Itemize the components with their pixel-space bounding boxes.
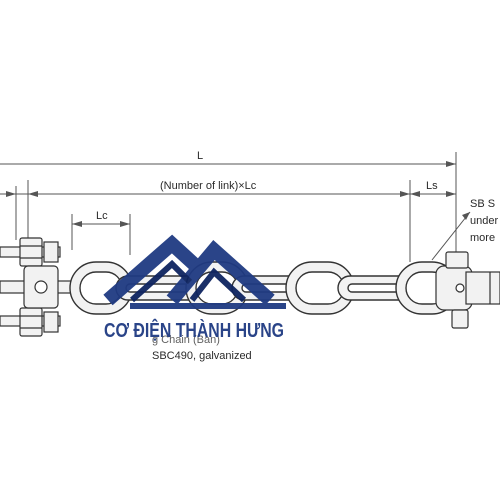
note-line-3: more [470, 232, 495, 244]
watermark-logo: CƠ ĐIỆN THÀNH HƯNG [103, 234, 286, 342]
dimension-lines [0, 152, 471, 262]
link-pitch-label: Lc [96, 210, 108, 222]
chain-label-partial: g Chain (Ban) [152, 334, 220, 346]
overall-length-label: L [197, 150, 203, 162]
chain-spec-label: SBC490, galvanized [152, 350, 252, 362]
note-line-2: under [470, 215, 498, 227]
dimension-arrows [6, 161, 470, 227]
brand-name: CƠ ĐIỆN THÀNH HƯNG [104, 318, 284, 342]
left-end-fitting [0, 237, 91, 337]
end-length-label: Ls [426, 180, 438, 192]
chain-link [285, 261, 355, 315]
links-length-label: (Number of link)×Lc [160, 180, 257, 192]
right-shackle [435, 251, 500, 329]
roof-logo-icon [103, 234, 286, 309]
note-line-1: SB S [470, 198, 495, 210]
